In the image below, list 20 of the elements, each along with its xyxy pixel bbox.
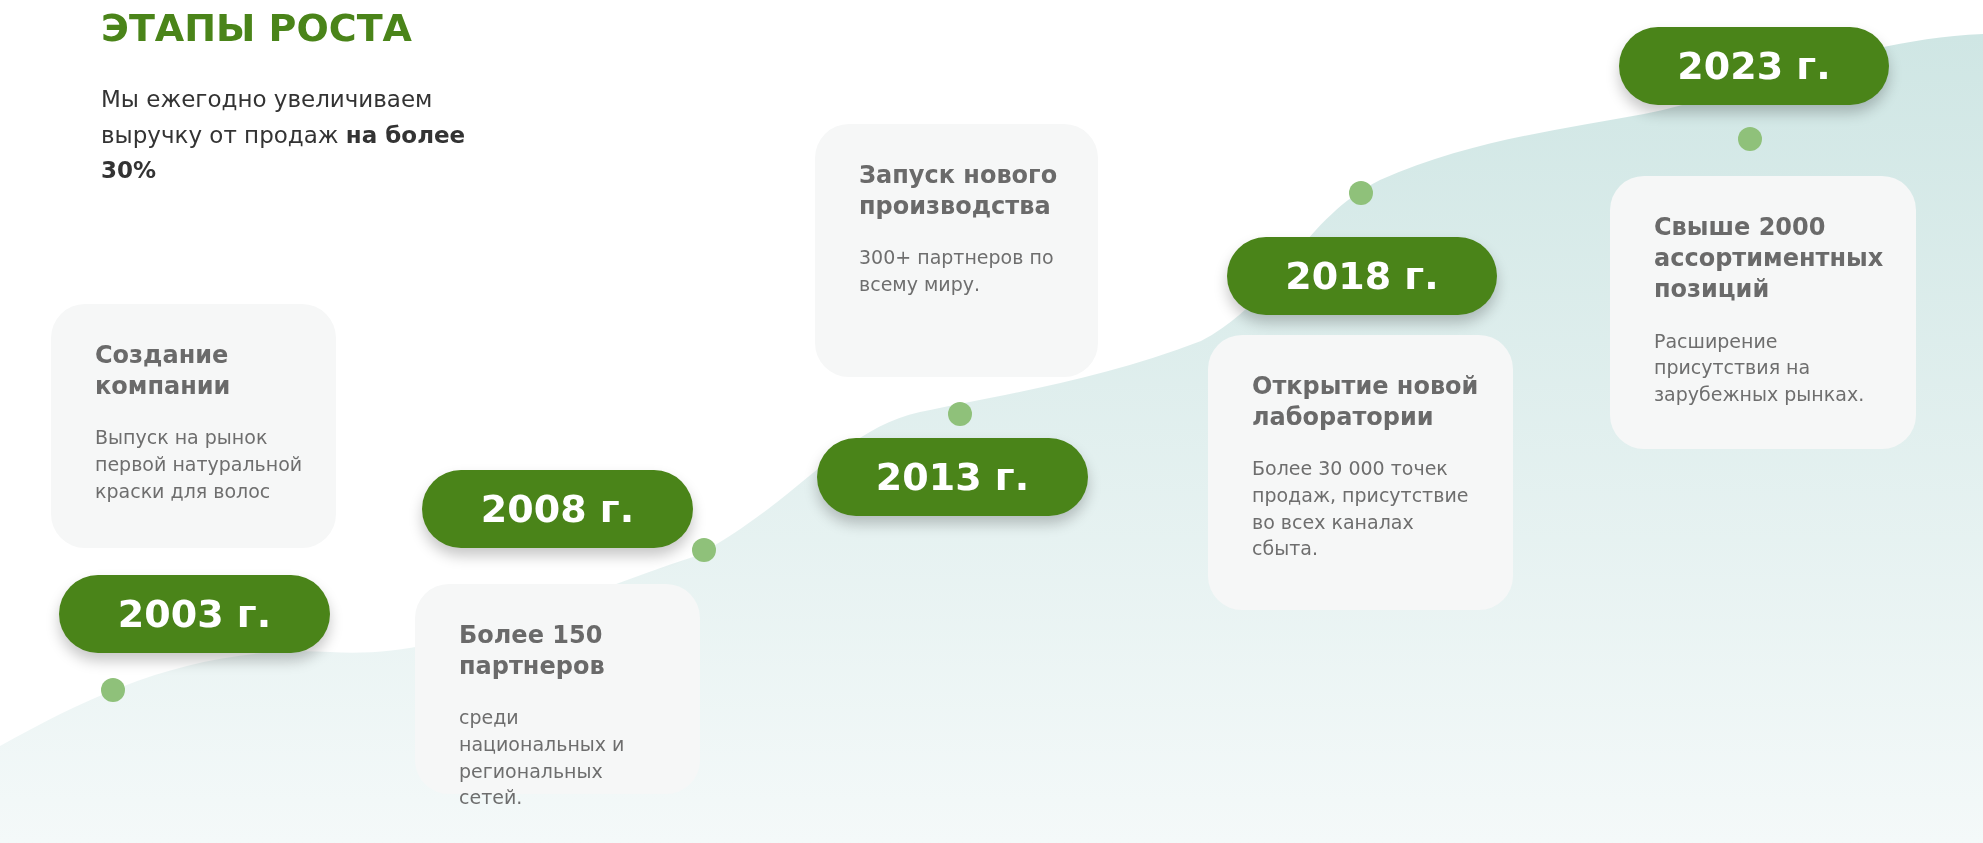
- year-badge: 2018 г.: [1227, 237, 1497, 315]
- card-text: Выпуск на рынок первой натуральной краски для волос: [95, 425, 304, 504]
- card-heading: Запуск нового производства: [859, 160, 1059, 223]
- card-heading: Создание компании: [95, 340, 232, 403]
- milestone-card: [1208, 335, 1513, 610]
- card-text: Более 30 000 точек продаж, присутствие во всех каналах сбыта.: [1252, 456, 1470, 562]
- year-badge: 2003 г.: [59, 575, 330, 653]
- subtitle: Мы ежегодно увеличиваем выручку от продаж на более 30%: [101, 85, 467, 186]
- milestone-card: [1610, 176, 1916, 449]
- card-text: 300+ партнеров по всему миру.: [859, 245, 1055, 297]
- card-heading: Более 150 партнеров: [459, 620, 606, 683]
- milestone-card: [815, 124, 1098, 377]
- card-heading: Свыше 2000 ассортиментных позиций: [1654, 212, 1885, 306]
- year-badge: 2023 г.: [1619, 27, 1889, 105]
- card-heading: Открытие новой лаборатории: [1252, 371, 1480, 434]
- card-text: Расширение присутствия на зарубежных рынках.: [1654, 328, 1866, 407]
- card-text: среди национальных и региональных сетей.: [459, 705, 626, 811]
- year-badge: 2008 г.: [422, 470, 693, 548]
- year-badge: 2013 г.: [817, 438, 1088, 516]
- title: ЭТАПЫ РОСТА: [101, 6, 412, 50]
